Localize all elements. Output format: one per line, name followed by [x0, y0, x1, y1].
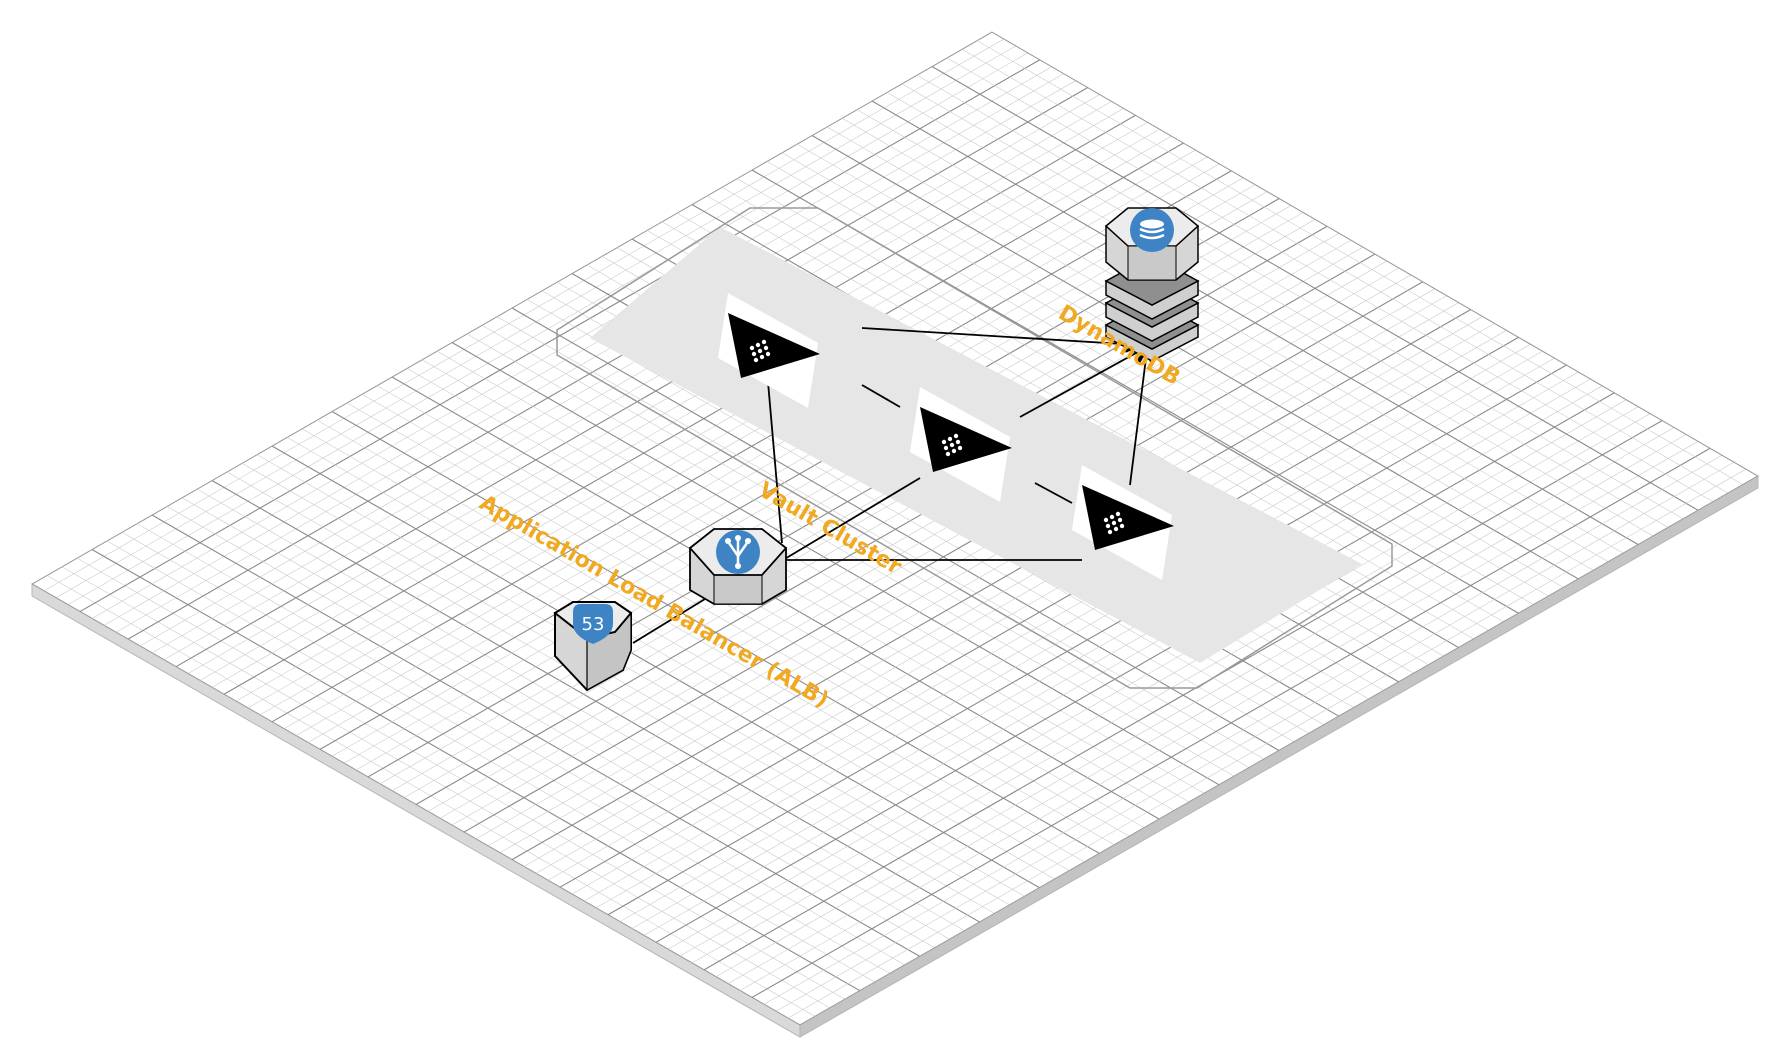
grid-line-minor — [475, 288, 1435, 840]
grid-line-minor — [856, 109, 1624, 554]
grid-line-minor — [631, 378, 1591, 929]
grid-line-major — [559, 336, 1519, 888]
grid-line-minor — [736, 178, 1504, 623]
link-vault1-dynamodb — [861, 327, 1140, 345]
grid-line-minor — [739, 441, 1699, 991]
vault-icon — [920, 407, 1012, 472]
grid-line-major — [655, 392, 1615, 943]
grid-line-major — [415, 253, 1376, 805]
grid-line-minor — [916, 74, 1684, 520]
route53-badge-text: 53 — [582, 614, 605, 635]
grid-line-major — [511, 309, 1472, 861]
dynamodb-node[interactable] — [1104, 207, 1200, 362]
grid-line-minor — [583, 350, 1543, 902]
dynamodb-icon — [1130, 208, 1174, 252]
link-route53-alb — [632, 598, 706, 644]
grid-line-minor — [766, 161, 1534, 605]
vault-node-2[interactable] — [910, 387, 1012, 502]
grid-line-major — [703, 420, 1663, 971]
vault-node-1[interactable] — [718, 293, 820, 408]
grid-line-minor — [487, 295, 1447, 847]
grid-line-minor — [619, 371, 1579, 922]
grid-line-minor — [796, 143, 1564, 588]
connections — [632, 327, 1147, 644]
grid-line-minor — [727, 434, 1687, 984]
vault-icon — [728, 313, 820, 378]
grid-line-major — [931, 66, 1699, 511]
grid-line-minor — [781, 152, 1549, 597]
grid-line-minor — [451, 274, 1412, 826]
grid-line-minor — [667, 399, 1627, 950]
grid-line-minor — [886, 92, 1654, 537]
grid-line-minor — [787, 468, 1747, 1019]
route53-node[interactable]: 53 — [553, 601, 633, 692]
grid-line-major — [463, 281, 1424, 833]
link-vault1-vault2 — [861, 384, 901, 408]
grid-line-major — [811, 135, 1579, 580]
grid-line-minor — [523, 316, 1483, 867]
grid-line-minor — [961, 48, 1729, 494]
load-balancer-icon — [716, 530, 760, 574]
grid-line-minor — [571, 343, 1531, 895]
link-vault2-dynamodb — [1019, 348, 1145, 418]
grid-line-major — [871, 100, 1639, 546]
link-alb-vault1 — [767, 381, 783, 544]
grid-line-major — [751, 447, 1711, 998]
grid-line-minor — [526, 299, 1295, 743]
vault-cluster-border — [556, 207, 1393, 689]
route53-icon: 53 — [573, 604, 613, 644]
grid-line-minor — [841, 117, 1609, 563]
grid-line-minor — [976, 40, 1744, 485]
grid-line-minor — [763, 454, 1723, 1005]
grid-line-minor — [826, 126, 1594, 571]
grid-line-minor — [679, 406, 1639, 957]
grid-line-minor — [901, 83, 1669, 528]
grid-line-minor — [715, 427, 1675, 978]
grid-line-minor — [499, 302, 1459, 853]
link-vault3-dynamodb — [1129, 350, 1147, 486]
grid-line-minor — [427, 260, 1388, 812]
grid-line-major — [607, 364, 1567, 916]
grid-line-minor — [439, 267, 1400, 819]
grid-line-minor — [721, 186, 1489, 631]
grid-line-minor — [946, 57, 1714, 502]
grid-line-minor — [643, 385, 1603, 936]
grid-line-minor — [775, 461, 1735, 1012]
alb-node[interactable] — [688, 528, 788, 605]
vault-node-3[interactable] — [1072, 465, 1174, 580]
link-alb-vault2 — [782, 477, 921, 561]
vault-icon — [1082, 485, 1174, 550]
grid-line-minor — [547, 330, 1507, 881]
iso-board — [30, 31, 1760, 1038]
link-vault2-vault3 — [1034, 482, 1073, 504]
grid-line-minor — [535, 323, 1495, 874]
grid-line-minor — [595, 357, 1555, 909]
